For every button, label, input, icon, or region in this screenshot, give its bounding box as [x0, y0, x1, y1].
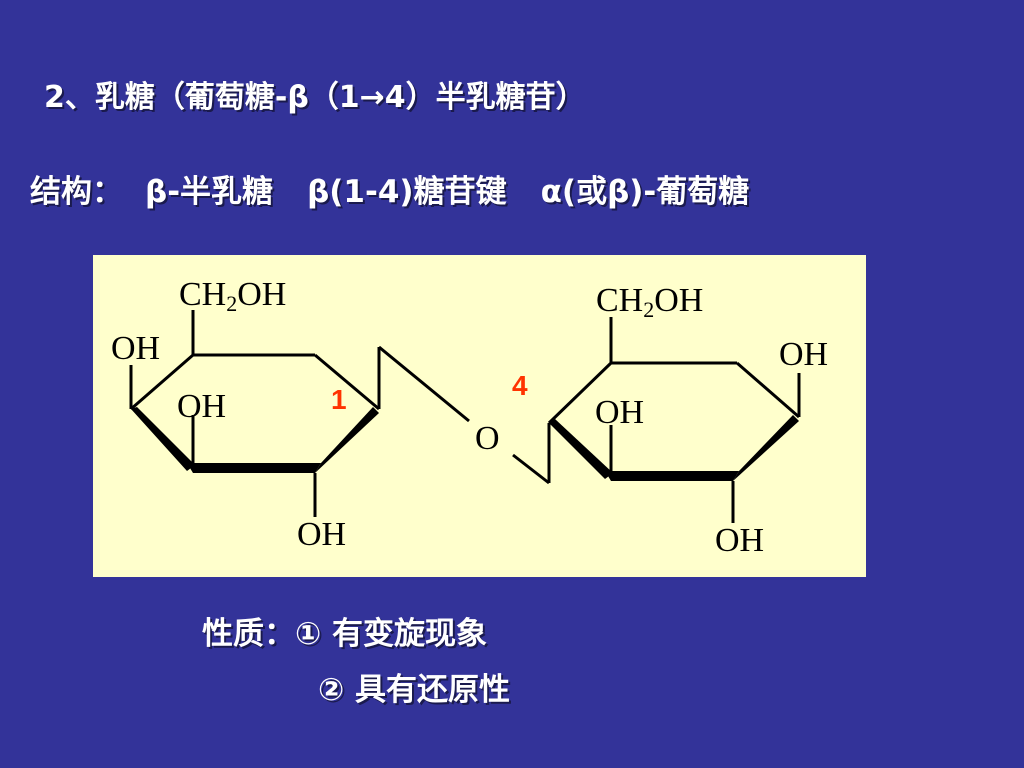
properties-label: 性质： — [202, 616, 295, 652]
left-ring-bottom-wedge — [187, 463, 321, 473]
lactose-structure-svg: CH2OH OH OH OH O CH2OH OH OH OH 1 4 — [111, 276, 828, 559]
left-ring-left-upper-bond — [130, 353, 194, 411]
lactose-structure-diagram: CH2OH OH OH OH O CH2OH OH OH OH 1 4 — [93, 255, 866, 577]
right-inner-oh-label: OH — [595, 394, 644, 431]
left-ring — [129, 310, 470, 517]
structure-part-glycosidic-bond: β(1-4)糖苷键 — [307, 174, 507, 210]
right-ch2oh-label: CH2OH — [596, 282, 703, 322]
left-ring-left-wedge — [131, 407, 195, 471]
structure-part-glucose: α(或β)-葡萄糖 — [540, 174, 750, 210]
slide-title: 2、乳糖（葡萄糖-β（1→4）半乳糖苷） — [44, 80, 586, 115]
right-oh-label: OH — [779, 336, 828, 373]
glycosidic-bond-left — [378, 345, 470, 423]
right-ring-right-wedge — [733, 415, 799, 481]
left-oh-label: OH — [111, 330, 160, 367]
right-ring-right-upper-bond — [736, 361, 800, 419]
structure-label: 结构： — [30, 174, 123, 210]
left-inner-oh-label: OH — [177, 388, 226, 425]
right-ring — [512, 317, 801, 523]
left-bottom-oh-label: OH — [297, 516, 346, 553]
right-ring-left-upper-bond — [547, 361, 613, 425]
bridge-oxygen-label: O — [475, 420, 500, 457]
position-1-label: 1 — [331, 384, 347, 415]
right-ring-bottom-wedge — [605, 471, 739, 481]
property-row-2: ② 具有还原性 — [202, 664, 510, 720]
position-4-label: 4 — [512, 370, 528, 401]
structure-part-galactose: β-半乳糖 — [145, 174, 274, 210]
structure-line: 结构： β-半乳糖 β(1-4)糖苷键 α(或β)-葡萄糖 — [30, 166, 783, 211]
left-ring-right-upper-bond — [314, 353, 380, 411]
right-ring-left-wedge — [549, 419, 613, 479]
left-ring-right-wedge — [315, 407, 379, 473]
right-bottom-oh-label: OH — [715, 522, 764, 559]
glycosidic-bond-right — [512, 453, 550, 485]
property-reducing: ② 具有还原性 — [318, 672, 511, 708]
left-ch2oh-label: CH2OH — [179, 276, 286, 316]
property-mutarotation: ① 有变旋现象 — [295, 616, 488, 652]
property-row-1: 性质：① 有变旋现象 — [202, 608, 510, 664]
properties-block: 性质：① 有变旋现象 ② 具有还原性 — [202, 608, 510, 720]
